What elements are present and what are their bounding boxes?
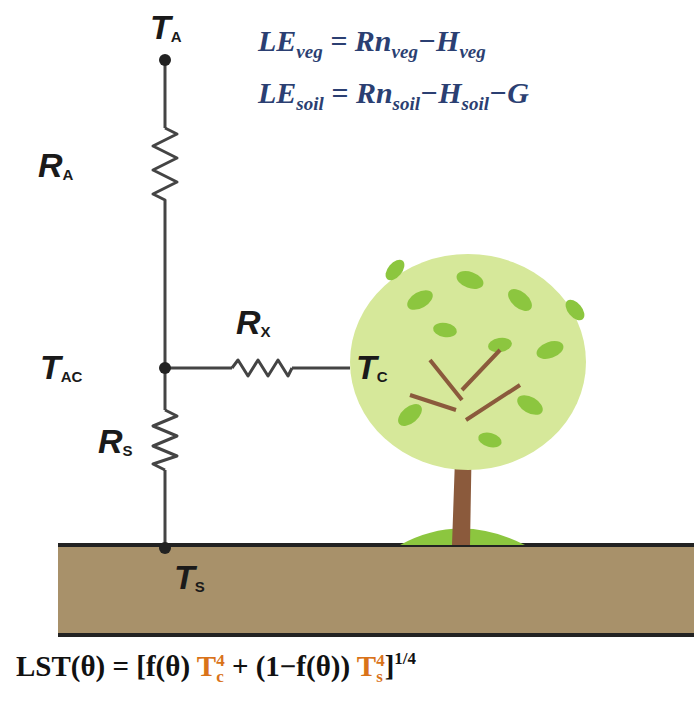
wire [164, 205, 167, 410]
label-text: veg [392, 41, 418, 62]
label-text: A [171, 28, 182, 45]
label-text: A [63, 166, 74, 183]
label-text: soil [393, 93, 420, 114]
label-text: −G [489, 76, 529, 109]
label-text: soil [296, 93, 323, 114]
temperature-label: TC [356, 350, 388, 384]
label-text: 1/4 [394, 649, 416, 668]
resistor-symbol [232, 360, 292, 376]
label-text: veg [459, 41, 485, 62]
label-text: LST(θ) = [f(θ) [16, 650, 197, 682]
tree-canopy [350, 254, 586, 470]
label-text: + (1−f(θ)) [225, 650, 357, 682]
label-text: veg [296, 41, 322, 62]
wire [292, 367, 350, 370]
soil-ground [58, 545, 694, 635]
label-text: T [174, 558, 195, 596]
label-text: 4 [216, 653, 225, 669]
resistance-label: RX [236, 305, 271, 339]
lst-equation: LST(θ) = [f(θ) T4c + (1−f(θ)) T4s]1/4 [16, 650, 416, 685]
label-text: 4 [376, 653, 385, 669]
label-text: = Rn [324, 76, 393, 109]
label-text: X [261, 323, 271, 340]
wire [164, 60, 167, 128]
label-text: soil [462, 93, 489, 114]
node-dot [159, 54, 171, 66]
label-text: R [38, 146, 63, 184]
label-text: T [356, 348, 377, 386]
label-text: −H [418, 24, 460, 57]
script-stack: 4c [216, 653, 225, 685]
wire [164, 470, 167, 548]
resistance-label: RS [98, 424, 133, 458]
resistor-symbol [153, 128, 177, 205]
label-text: R [236, 303, 261, 341]
temperature-label: TA [150, 10, 182, 44]
label-text: LE [258, 76, 296, 109]
node-dot [159, 362, 171, 374]
ground-surface [58, 543, 694, 547]
node-dot [159, 542, 171, 554]
label-text: AC [61, 368, 83, 385]
label-text: C [377, 368, 388, 385]
label-text: ] [385, 650, 395, 682]
energy-equation: LEveg = Rnveg−Hveg [258, 26, 486, 61]
wire [165, 367, 232, 370]
resistance-label: RA [38, 148, 73, 182]
label-text: R [98, 422, 123, 460]
tree-branches [410, 350, 520, 420]
ground-bottom [58, 633, 694, 637]
label-text: S [195, 578, 205, 595]
tree-leaves [382, 256, 588, 450]
label-text: T [150, 8, 171, 46]
temperature-label: TAC [40, 350, 82, 384]
label-text: c [216, 669, 225, 685]
temperature-label: TS [174, 560, 205, 594]
label-text: T [40, 348, 61, 386]
label-text: T [357, 650, 376, 682]
label-text: S [123, 442, 133, 459]
label-text: = Rn [323, 24, 392, 57]
resistor-symbol [153, 410, 177, 470]
script-stack: 4s [376, 653, 385, 685]
label-text: s [376, 669, 385, 685]
label-text: T [197, 650, 216, 682]
label-text: −H [420, 76, 462, 109]
energy-equation: LEsoil = Rnsoil−Hsoil−G [258, 78, 529, 113]
label-text: LE [258, 24, 296, 57]
